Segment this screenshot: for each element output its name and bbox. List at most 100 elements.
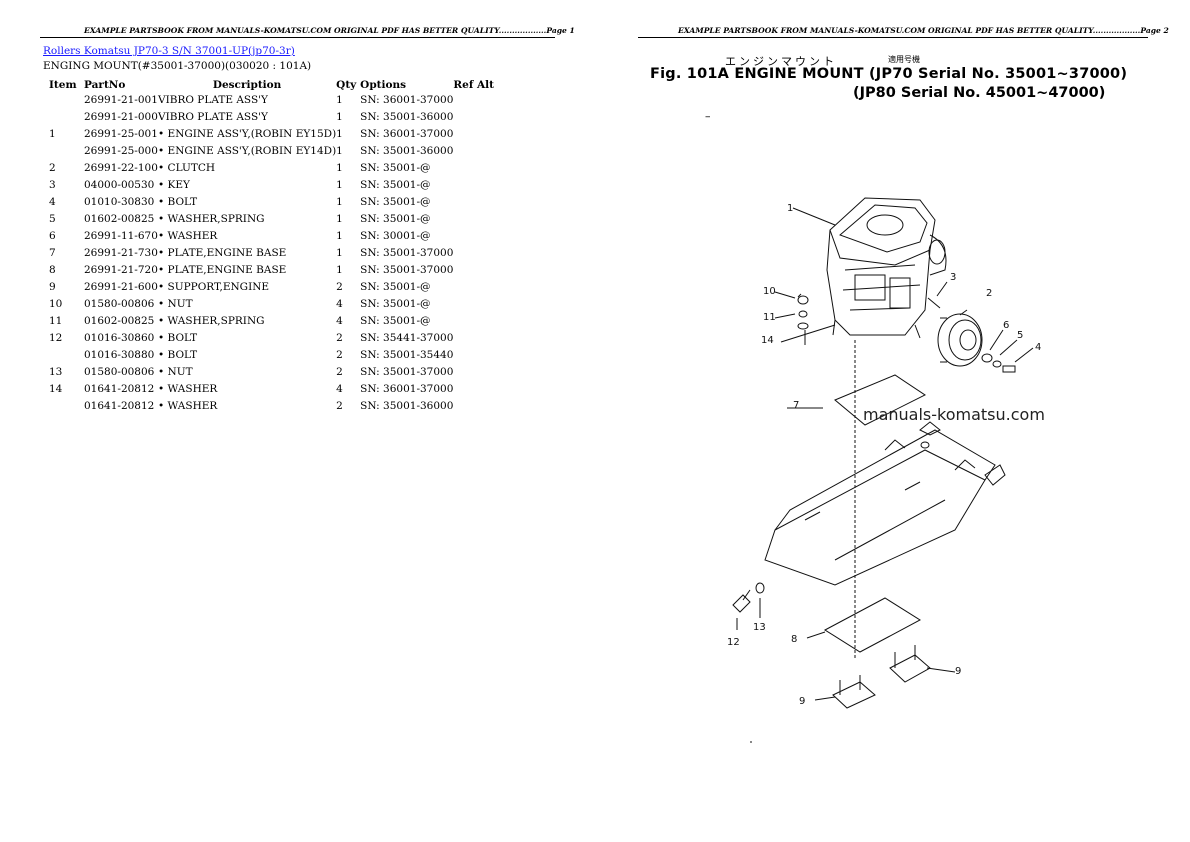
item-number: 11 — [49, 315, 63, 327]
part-description: • WASHER,SPRING — [158, 315, 265, 327]
section-subtitle: ENGING MOUNT(#35001-37000)(030020 : 101A… — [43, 60, 312, 72]
part-number: 01602-00825 — [84, 315, 155, 327]
model-link[interactable]: Rollers Komatsu JP70-3 S/N 37001-UP(jp70… — [43, 45, 295, 57]
part-options: SN: 35001-37000 — [360, 247, 454, 259]
item-number — [43, 348, 84, 365]
item-number: 5 — [49, 213, 56, 225]
part-description: • BOLT — [158, 332, 198, 344]
part-options: SN: 35001-@ — [360, 213, 431, 225]
callout-10: 10 — [763, 286, 776, 297]
col-ref-alt: Ref Alt — [453, 78, 494, 91]
callout-leaders — [736, 207, 1034, 701]
item-number: 6 — [49, 230, 56, 242]
part-description: • PLATE,ENGINE BASE — [158, 247, 287, 259]
item-number: 1 — [49, 128, 56, 140]
engine-assembly-drawing — [826, 197, 947, 339]
part-description: • SUPPORT,ENGINE — [158, 281, 270, 293]
item-number — [43, 93, 84, 110]
part-ref-alt — [453, 348, 513, 365]
figure-title-line2: (JP80 Serial No. 45001~47000) — [853, 85, 1106, 101]
part-quantity: 1 — [336, 213, 343, 225]
callout-5: 5 — [1017, 330, 1023, 341]
fasteners-drawing — [797, 295, 1016, 373]
item-number: 12 — [49, 332, 63, 344]
part-number: 26991-22-100 — [84, 162, 158, 174]
callout-9a: 9 — [955, 666, 961, 677]
item-number: 10 — [49, 298, 63, 310]
lower-engine-base-plate-drawing — [824, 597, 921, 653]
part-number: 01016-30860 — [84, 332, 155, 344]
part-quantity: 1 — [336, 145, 343, 157]
item-number: 7 — [49, 247, 56, 259]
part-description: • WASHER,SPRING — [158, 213, 265, 225]
part-ref-alt — [453, 161, 513, 178]
part-description: • PLATE,ENGINE BASE — [158, 264, 287, 276]
part-quantity: 4 — [336, 315, 343, 327]
part-options: SN: 35001-36000 — [360, 111, 454, 123]
part-ref-alt — [453, 297, 513, 314]
part-description: • NUT — [158, 366, 193, 378]
part-options: SN: 35001-@ — [360, 162, 431, 174]
part-quantity: 1 — [336, 264, 343, 276]
part-number: 26991-21-600 — [84, 281, 158, 293]
part-description: • WASHER — [158, 383, 218, 395]
col-partno: PartNo — [84, 78, 126, 91]
callout-14: 14 — [761, 335, 774, 346]
part-quantity: 1 — [336, 94, 343, 106]
item-number: 2 — [49, 162, 56, 174]
part-options: SN: 35001-36000 — [360, 145, 454, 157]
part-options: SN: 30001-@ — [360, 230, 431, 242]
col-item: Item — [49, 78, 77, 91]
part-number: 26991-21-730 — [84, 247, 158, 259]
item-number: 4 — [49, 196, 56, 208]
part-quantity: 4 — [336, 298, 343, 310]
part-description: • NUT — [158, 298, 193, 310]
part-quantity: 1 — [336, 230, 343, 242]
part-quantity: 2 — [336, 281, 343, 293]
callout-6: 6 — [1003, 320, 1009, 331]
figure-title-japanese-small: 適用号機 — [888, 55, 920, 64]
part-ref-alt — [453, 229, 513, 246]
item-number — [43, 110, 84, 127]
parts-table-header: Item PartNo Description Qty Options Ref … — [43, 76, 513, 93]
callout-8: 8 — [791, 634, 797, 645]
callout-12: 12 — [727, 637, 740, 648]
callout-7: 7 — [793, 400, 799, 411]
part-number: 01016-30880 — [84, 349, 155, 361]
part-number: 01010-30830 — [84, 196, 155, 208]
figure-title: Fig. 101A ENGINE MOUNT (JP70 Serial No. … — [650, 66, 1128, 82]
item-number: 3 — [49, 179, 56, 191]
parts-table: Item PartNo Description Qty Options Ref … — [43, 76, 513, 416]
part-description: • BOLT — [158, 196, 198, 208]
engine-supports-drawing — [832, 645, 931, 709]
part-ref-alt — [453, 110, 513, 127]
part-options: SN: 35001-@ — [360, 298, 431, 310]
part-ref-alt — [453, 314, 513, 331]
part-quantity: 2 — [336, 400, 343, 412]
part-ref-alt — [453, 178, 513, 195]
part-quantity: 4 — [336, 383, 343, 395]
part-quantity: 1 — [336, 196, 343, 208]
figure-title-japanese: エンジンマウント — [725, 55, 837, 68]
part-ref-alt — [453, 144, 513, 161]
part-options: SN: 36001-37000 — [360, 128, 454, 140]
part-ref-alt — [453, 280, 513, 297]
main-frame-drawing — [764, 421, 1006, 586]
stray-dash: – — [705, 110, 711, 123]
part-options: SN: 36001-37000 — [360, 383, 454, 395]
part-ref-alt — [453, 263, 513, 280]
item-number — [43, 144, 84, 161]
callout-11: 11 — [763, 312, 776, 323]
